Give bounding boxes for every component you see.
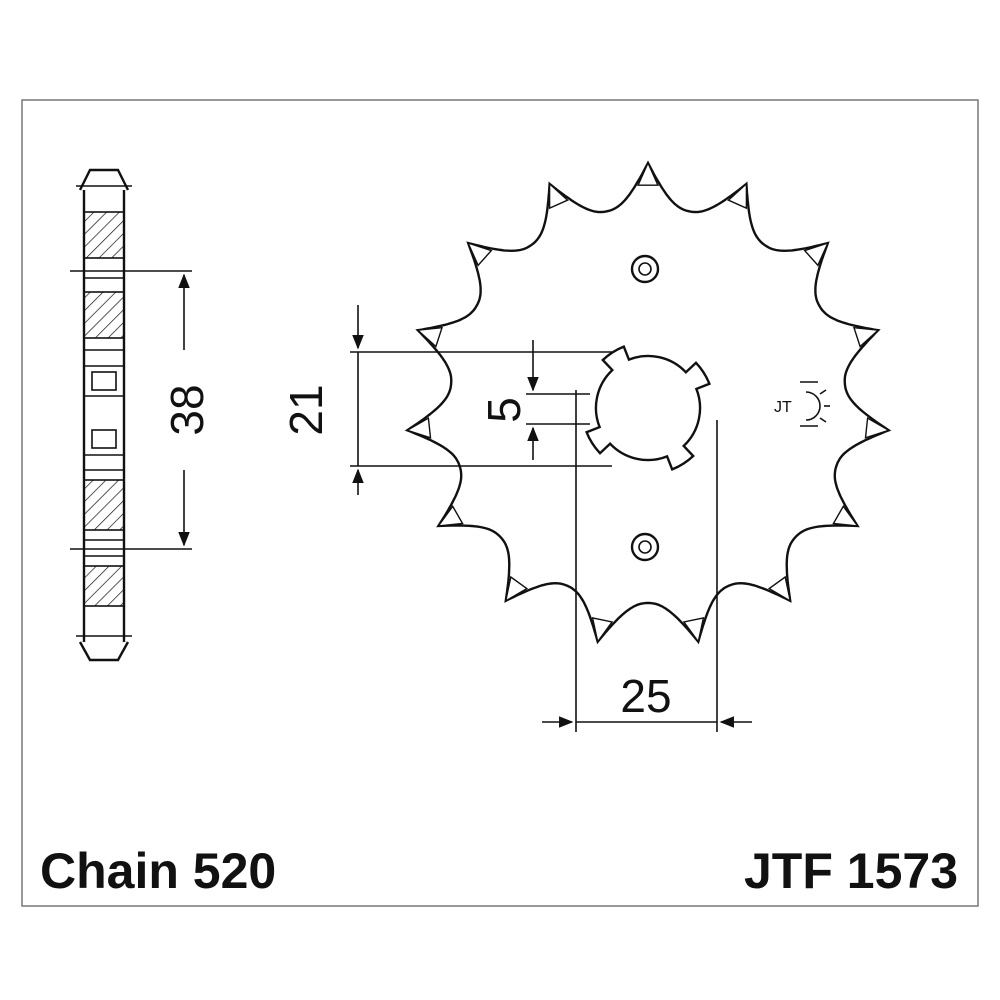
tooth-tip-chamfer xyxy=(832,505,860,527)
dimension-25-label: 25 xyxy=(620,670,671,722)
tooth-tip-chamfer xyxy=(591,616,614,644)
bolt-hole-bottom xyxy=(630,532,660,562)
part-number-label: JTF 1573 xyxy=(744,843,958,899)
tooth-tip-chamfer xyxy=(864,416,891,439)
tooth-tip-chamfer xyxy=(853,326,880,348)
splined-bore xyxy=(585,345,711,471)
bolt-hole-top xyxy=(630,254,660,284)
dimension-5-label: 5 xyxy=(478,397,530,423)
sprocket-outline xyxy=(404,160,892,645)
section-hatch-2 xyxy=(83,291,125,339)
section-hatch-3 xyxy=(83,479,125,531)
tooth-tip-chamfer xyxy=(405,416,432,439)
tooth-tip-chamfer xyxy=(637,161,659,186)
dimension-21-label: 21 xyxy=(280,384,332,435)
tooth-tip-chamfer xyxy=(767,575,792,603)
tooth-tips xyxy=(405,161,891,644)
tooth-tip-chamfer xyxy=(466,241,493,267)
drawing-frame xyxy=(21,99,979,907)
section-hatch-1 xyxy=(83,211,125,259)
front-view: JT 21 5 25 xyxy=(280,160,892,732)
tooth-tip-chamfer xyxy=(436,505,464,527)
tooth-tip-chamfer xyxy=(416,326,443,348)
section-hatch-4 xyxy=(83,565,125,607)
side-view: 38 xyxy=(70,168,213,662)
dimension-38-label: 38 xyxy=(161,384,213,435)
tooth-tip-chamfer xyxy=(504,575,529,603)
tooth-tip-chamfer xyxy=(682,616,705,644)
chain-label: Chain 520 xyxy=(40,843,276,899)
jt-sun-logo-icon: JT xyxy=(774,381,830,427)
svg-text:JT: JT xyxy=(774,399,792,416)
tooth-tip-chamfer xyxy=(548,182,569,210)
tooth-tip-chamfer xyxy=(803,241,830,267)
tooth-tip-chamfer xyxy=(727,182,748,210)
